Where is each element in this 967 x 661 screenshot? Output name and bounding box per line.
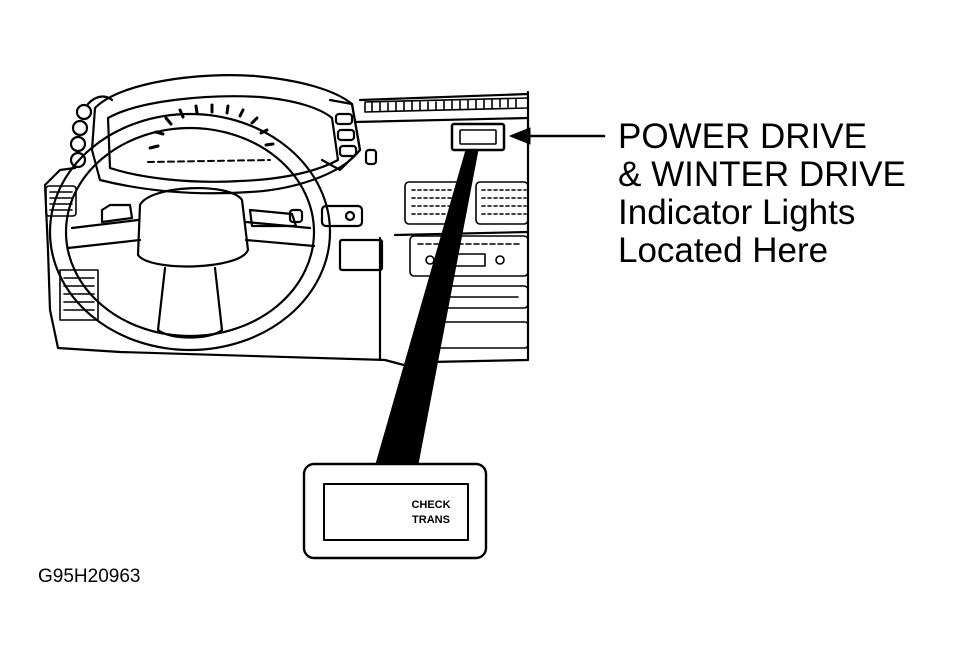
callout-line-4: Located Here — [618, 231, 829, 270]
left-vent — [45, 185, 99, 321]
callout-line-2: & WINTER DRIVE — [618, 155, 906, 194]
inset-leader-beam — [375, 149, 479, 465]
inset-label-check: CHECK — [411, 499, 450, 511]
instrument-cluster — [69, 74, 378, 195]
figure-id: G95H20963 — [38, 566, 141, 587]
callout-line-1: POWER DRIVE — [618, 117, 867, 156]
inset-label-trans: TRANS — [412, 514, 450, 526]
top-vent-grille — [364, 97, 529, 113]
callout-text: POWER DRIVE & WINTER DRIVE Indicator Lig… — [618, 118, 906, 270]
check-trans-inset — [302, 462, 488, 560]
lower-dash-panel — [338, 238, 384, 272]
arrowhead-icon — [509, 127, 531, 145]
indicator-light-location — [450, 122, 506, 152]
column-controls — [100, 203, 364, 228]
callout-line-3: Indicator Lights — [618, 193, 856, 232]
